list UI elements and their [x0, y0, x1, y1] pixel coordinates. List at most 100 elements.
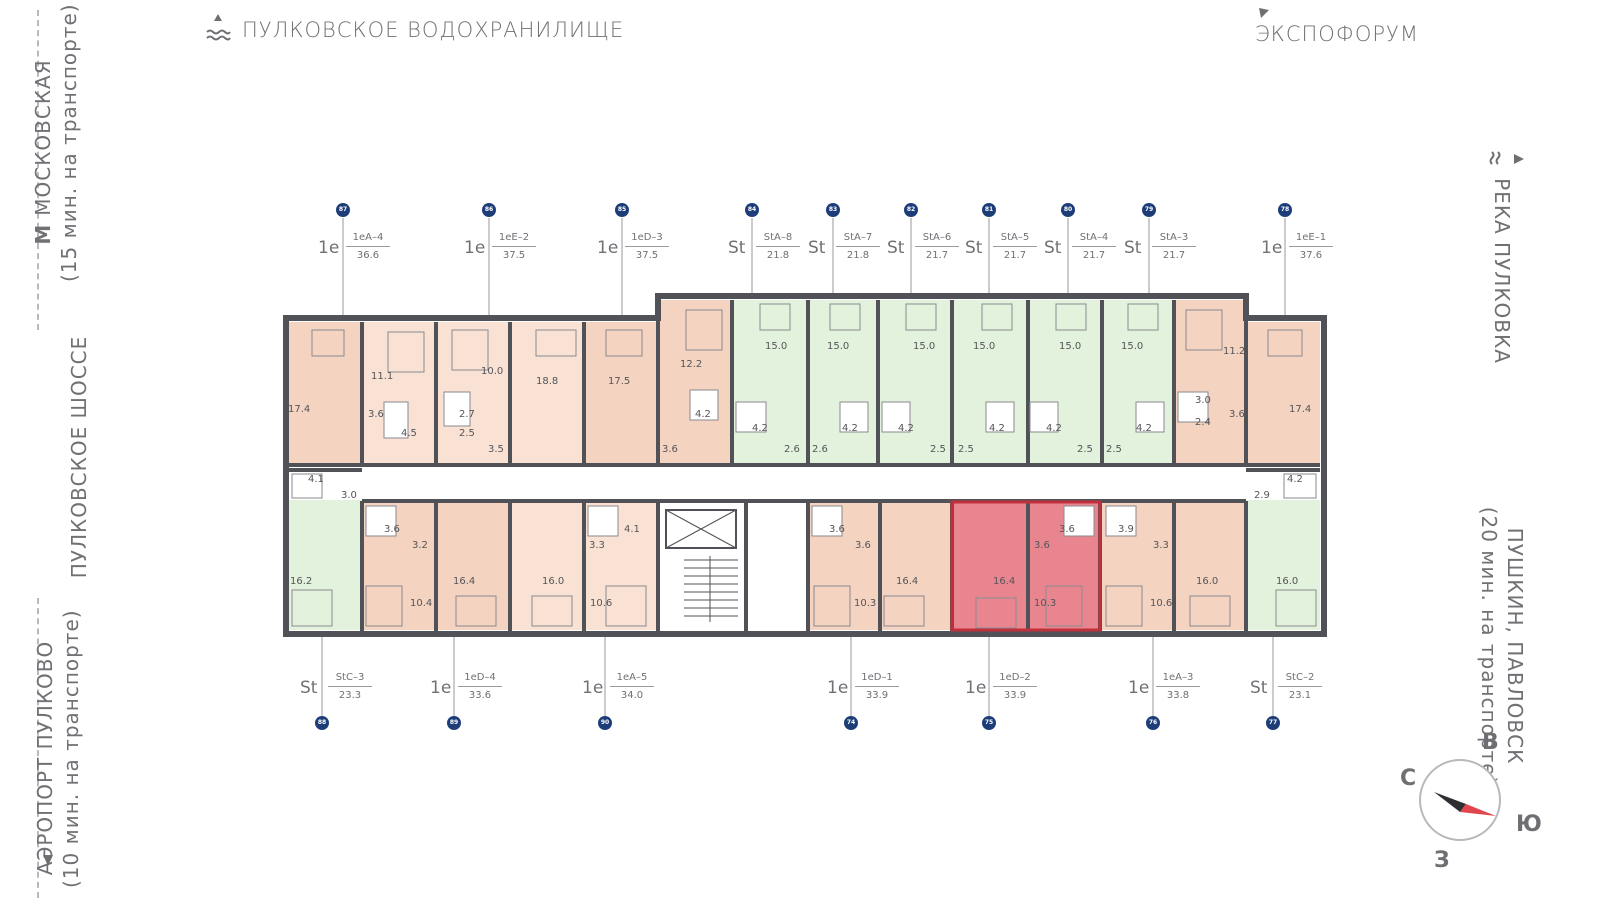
apartment-badge[interactable]: 86 [482, 203, 496, 217]
apartment-81-label[interactable]: St StA–5 21.7 [963, 230, 1039, 266]
room-area: 16.2 [290, 576, 313, 587]
apartment-area: 33.9 [1003, 690, 1027, 701]
room-area: 4.2 [1136, 423, 1152, 434]
river-icon [1489, 151, 1524, 165]
room-area: 11.2 [1223, 346, 1246, 357]
apartment-82-label[interactable]: St StA–6 21.7 [885, 230, 961, 266]
apartment-badge[interactable]: 82 [904, 203, 918, 217]
room-area: 15.0 [1121, 341, 1144, 352]
apartment-84-label[interactable]: St StA–8 21.8 [726, 230, 802, 266]
room-area: 3.0 [1195, 395, 1211, 406]
apartment-89-label[interactable]: 1е 1eD–4 33.6 [428, 670, 504, 706]
reservoir-landmark: ПУЛКОВСКОЕ ВОДОХРАНИЛИЩЕ [204, 8, 624, 48]
room-type: 1е [582, 678, 604, 698]
compass-east: В [1482, 730, 1499, 755]
apartment-area: 37.6 [1299, 250, 1323, 261]
room-area: 4.2 [898, 423, 914, 434]
apartment-83-label[interactable]: St StA–7 21.8 [806, 230, 882, 266]
room-area: 15.0 [765, 341, 788, 352]
room-area: 4.2 [842, 423, 858, 434]
room-type: St [728, 238, 746, 258]
room-type: St [300, 678, 318, 698]
room-area: 4.2 [1046, 423, 1062, 434]
apartment-87-label[interactable]: 1е 1eA–4 36.6 [316, 230, 392, 266]
apartment-badge[interactable]: 77 [1266, 716, 1280, 730]
room-area: 12.2 [680, 359, 703, 370]
apartment-badge[interactable]: 85 [615, 203, 629, 217]
water-icon [206, 14, 231, 41]
apartment-badge[interactable]: 81 [982, 203, 996, 217]
apartment-code: 1eD–4 [458, 670, 502, 687]
apartment-77-label[interactable]: St StC–2 23.1 [1248, 670, 1324, 706]
apartment-78-label[interactable]: 1е 1eE–1 37.6 [1259, 230, 1335, 266]
room-area: 3.6 [1229, 409, 1245, 420]
apartment-code: 1eD–1 [855, 670, 899, 687]
apartment-badge[interactable]: 87 [336, 203, 350, 217]
apartment-badge[interactable]: 84 [745, 203, 759, 217]
apartment-badge[interactable]: 78 [1278, 203, 1292, 217]
room-area: 2.5 [1077, 444, 1093, 455]
room-area: 2.5 [930, 444, 946, 455]
apartment-90-label[interactable]: 1е 1eA–5 34.0 [580, 670, 656, 706]
compass-dial-icon [1419, 759, 1501, 841]
apartment-badge[interactable]: 83 [826, 203, 840, 217]
apartment-74-label[interactable]: 1е 1eD–1 33.9 [825, 670, 901, 706]
apartment-code: 1eA–4 [346, 230, 390, 247]
room-area: 10.0 [481, 366, 504, 377]
room-type: St [1124, 238, 1142, 258]
apartment-area: 33.6 [468, 690, 492, 701]
room-area: 4.2 [1287, 474, 1303, 485]
apartment-code: StA–4 [1072, 230, 1116, 247]
room-type: 1е [464, 238, 486, 258]
room-area: 4.2 [752, 423, 768, 434]
room-area: 10.3 [854, 598, 877, 609]
room-area: 16.0 [1276, 576, 1299, 587]
apartment-badge[interactable]: 80 [1061, 203, 1075, 217]
room-type: 1е [1261, 238, 1283, 258]
apartment-badge[interactable]: 79 [1142, 203, 1156, 217]
arrow-northwest-icon [1259, 8, 1269, 18]
room-area: 2.5 [459, 428, 475, 439]
room-area: 4.2 [989, 423, 1005, 434]
apartment-area: 21.8 [766, 250, 790, 261]
apartment-code: StA–5 [993, 230, 1037, 247]
compass-west: З [1434, 848, 1450, 873]
apartment-88-label[interactable]: St StC–3 23.3 [298, 670, 374, 706]
apartment-86-label[interactable]: 1е 1eE–2 37.5 [462, 230, 538, 266]
apartment-badge[interactable]: 74 [844, 716, 858, 730]
room-area: 3.5 [488, 444, 504, 455]
room-area: 16.0 [542, 576, 565, 587]
room-area: 10.3 [1034, 598, 1057, 609]
apartment-76-label[interactable]: 1е 1eA–3 33.8 [1126, 670, 1202, 706]
reservoir-label: ПУЛКОВСКОЕ ВОДОХРАНИЛИЩЕ [242, 18, 625, 42]
apartment-75-label[interactable]: 1е 1eD–2 33.9 [963, 670, 1039, 706]
room-area: 3.3 [1153, 540, 1169, 551]
apartment-area: 33.8 [1166, 690, 1190, 701]
apartment-badge[interactable]: 90 [598, 716, 612, 730]
room-area: 2.5 [958, 444, 974, 455]
room-area: 2.7 [459, 409, 475, 420]
apartment-80-label[interactable]: St StA–4 21.7 [1042, 230, 1118, 266]
apartment-badge[interactable]: 88 [315, 716, 329, 730]
apartment-badge[interactable]: 75 [982, 716, 996, 730]
apartment-code: StA–6 [915, 230, 959, 247]
room-area: 3.6 [368, 409, 384, 420]
apartment-79-label[interactable]: St StA–3 21.7 [1122, 230, 1198, 266]
room-area: 18.8 [536, 376, 559, 387]
apartment-85-label[interactable]: 1е 1eD–3 37.5 [595, 230, 671, 266]
room-area: 16.4 [453, 576, 476, 587]
apartment-area: 21.7 [1162, 250, 1186, 261]
room-type: 1е [430, 678, 452, 698]
room-type: St [808, 238, 826, 258]
room-area: 3.6 [1059, 524, 1075, 535]
apartment-area: 21.7 [1082, 250, 1106, 261]
room-area: 3.6 [1034, 540, 1050, 551]
apartment-badge[interactable]: 89 [447, 716, 461, 730]
room-type: 1е [965, 678, 987, 698]
room-area: 4.5 [401, 428, 417, 439]
apartment-area: 21.7 [1003, 250, 1027, 261]
room-area: 3.0 [341, 490, 357, 501]
apartment-code: StC–3 [328, 670, 372, 687]
apartment-badge[interactable]: 76 [1146, 716, 1160, 730]
